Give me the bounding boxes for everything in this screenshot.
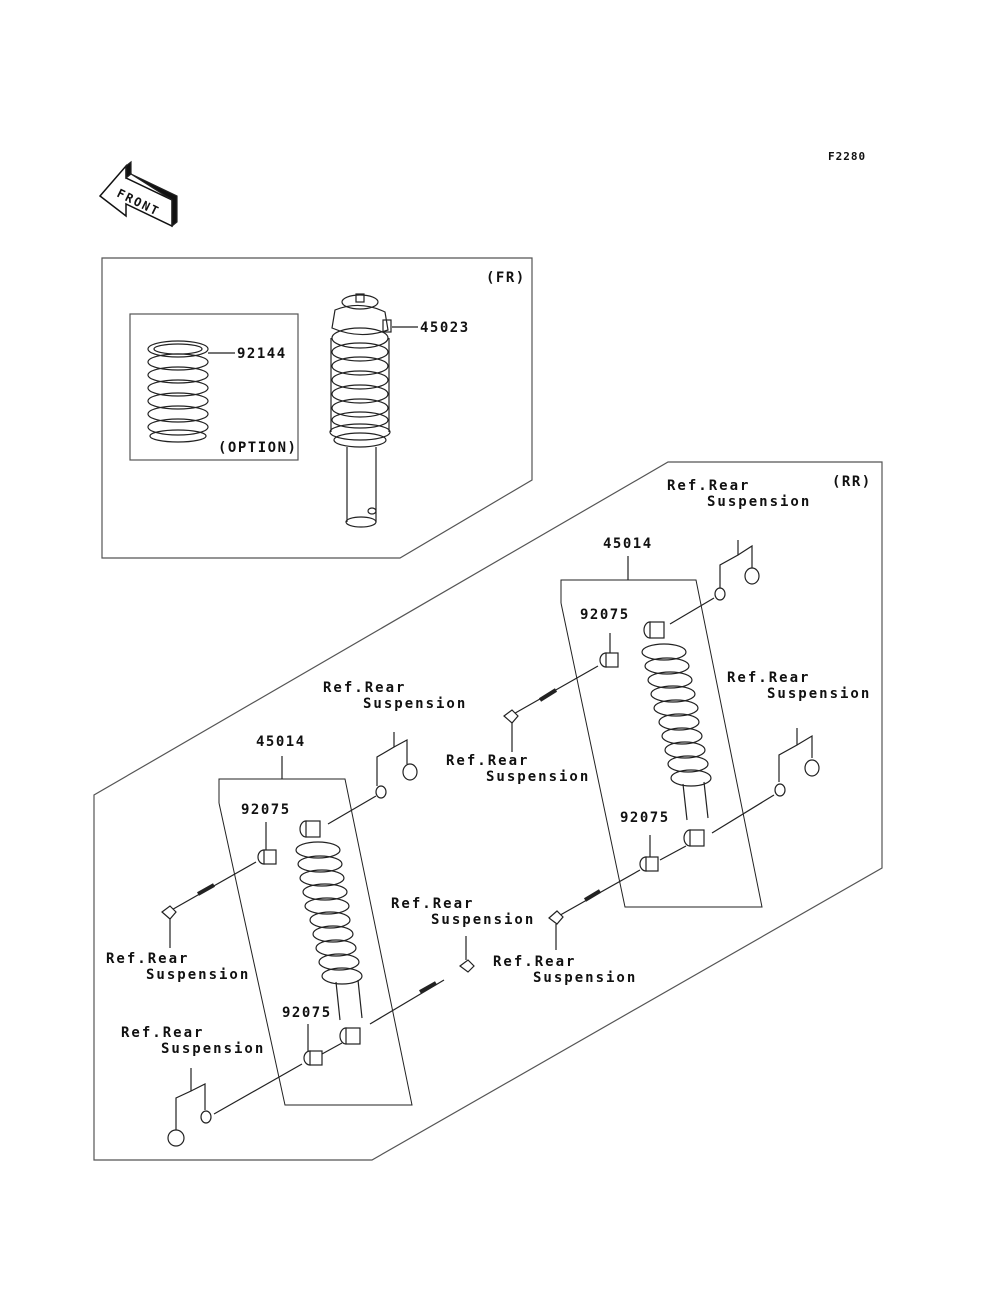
front-section-frame <box>101 257 533 559</box>
front-shock-45023-icon <box>329 293 418 528</box>
option-box-frame <box>129 313 299 461</box>
part-number-92075-right-upper[interactable]: 92075 <box>580 607 630 623</box>
front-arrow-icon <box>98 160 178 228</box>
part-number-92144[interactable]: 92144 <box>237 346 287 362</box>
rear-section-frame <box>93 461 883 1161</box>
left-rear-unit <box>161 732 475 1147</box>
part-number-45014-right[interactable]: 45014 <box>603 536 653 552</box>
figure-code: F2280 <box>828 150 867 163</box>
part-number-45014-left[interactable]: 45014 <box>256 734 306 750</box>
spring-92144-icon <box>147 340 235 443</box>
part-number-45023[interactable]: 45023 <box>420 320 470 336</box>
option-tag: (OPTION) <box>218 440 298 456</box>
right-rear-unit <box>503 540 820 950</box>
part-number-92075-left-lower[interactable]: 92075 <box>282 1005 332 1021</box>
part-number-92075-left-upper[interactable]: 92075 <box>241 802 291 818</box>
front-section-tag: (FR) <box>486 270 526 286</box>
rear-section-tag: (RR) <box>832 474 872 490</box>
part-number-92075-right-lower[interactable]: 92075 <box>620 810 670 826</box>
